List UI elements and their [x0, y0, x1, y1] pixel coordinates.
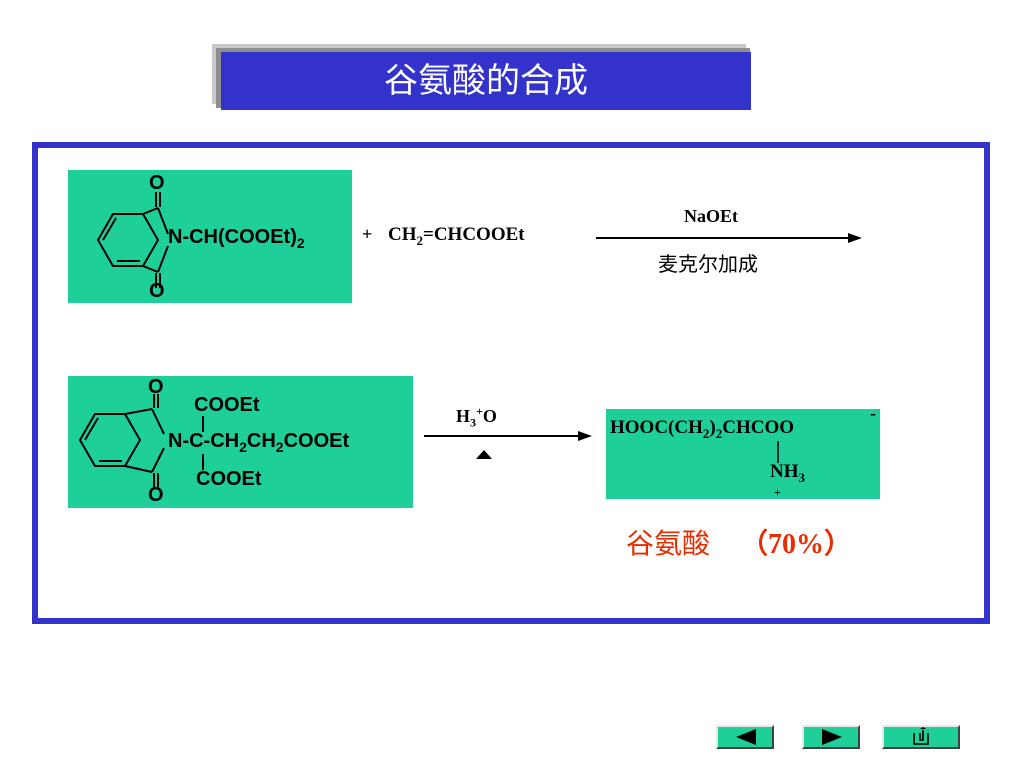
reagent-subscript: 3 [470, 415, 477, 430]
reaction1-catalyst: NaOEt [684, 206, 738, 226]
product-formula: HOOC(CH2)2CHCOO [610, 417, 794, 442]
previous-slide-button[interactable] [716, 725, 774, 749]
chain-subscript-1: 2 [239, 439, 247, 455]
oxygen-bottom-label-2: O [148, 484, 164, 506]
intermediate-box-triester: O O COOEt N-C-CH2CH2COOEt COOEt [68, 376, 413, 508]
oxygen-top-label: O [149, 172, 165, 194]
plus-sign: + [362, 224, 373, 244]
product-text-pre: HOOC(CH [610, 417, 703, 438]
next-slide-button[interactable] [802, 725, 860, 749]
oxygen-top-label-2: O [148, 376, 164, 398]
top-ester-substituent: COOEt [194, 394, 260, 416]
reactant-box-phthalimidomalonate: O O N-CH(COOEt)2 [68, 170, 352, 303]
oxygen-bottom-label: O [149, 280, 165, 302]
reagent-superscript: + [476, 404, 483, 418]
malonate-subscript: 2 [296, 235, 305, 251]
malonate-text: N-CH(COOEt) [168, 226, 297, 248]
triangle-left-icon [736, 729, 756, 745]
acrylate-subscript: 2 [416, 232, 424, 248]
product-yield: （70%） [740, 529, 853, 560]
reaction2-arrow [424, 431, 592, 441]
product-text-post: CHCOO [722, 417, 794, 438]
reagent-text-post: O [482, 406, 497, 426]
main-chain-label: N-C-CH2CH2COOEt [168, 430, 349, 455]
ammonium-charge: + [774, 485, 781, 499]
carboxylate-charge: - [870, 403, 876, 423]
chain-text-mid: CH [246, 430, 276, 452]
ammonium-group: NH3 [770, 461, 805, 486]
chain-text-pre: N-C-CH [168, 430, 240, 452]
product-box-glutamic-acid: HOOC(CH2)2CHCOO - NH3 + [606, 403, 880, 499]
product-subscript-2: 2 [715, 425, 723, 441]
hydrolysis-reagent: H3+O [456, 404, 497, 431]
amine-text: NH [770, 461, 799, 482]
ethyl-acrylate: CH2=CHCOOEt [388, 224, 525, 249]
product-name: 谷氨酸 [626, 527, 711, 560]
chain-text-post: COOEt [283, 430, 350, 452]
reaction1-arrow [596, 233, 862, 243]
reaction1-type-label: 麦克尔加成 [658, 252, 758, 276]
malonate-substituent: N-CH(COOEt)2 [168, 226, 305, 251]
reagent-text-pre: H [456, 406, 471, 426]
product-subscript-1: 2 [702, 425, 710, 441]
triangle-right-icon [822, 729, 842, 745]
return-arrow-icon [913, 727, 929, 745]
amine-subscript: 3 [798, 469, 806, 485]
return-button[interactable] [882, 725, 960, 749]
product-text-mid: ) [709, 417, 716, 438]
acrylate-text-post: =CHCOOEt [423, 224, 525, 245]
bottom-ester-substituent: COOEt [196, 468, 262, 490]
chain-subscript-2: 2 [275, 439, 284, 455]
phthalimide-ring-structure-2 [78, 394, 204, 488]
acrylate-text-pre: CH [388, 224, 417, 245]
heat-triangle-icon [476, 450, 492, 459]
slide-title: 谷氨酸的合成 [221, 52, 751, 110]
phthalimide-ring-structure [96, 192, 169, 288]
amine-bond-line [777, 441, 779, 463]
